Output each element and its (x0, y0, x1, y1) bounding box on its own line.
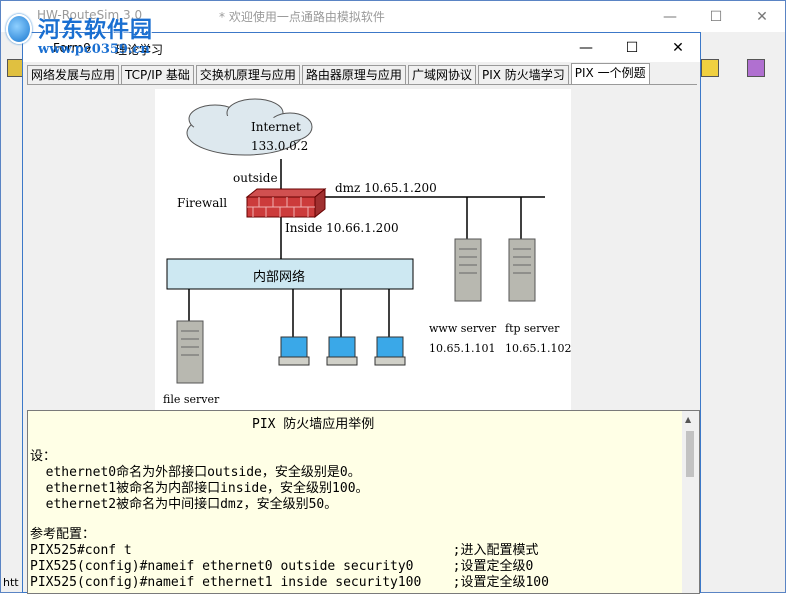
outside-label: outside (233, 171, 278, 185)
form9-window: Form9 理论学习 — ☐ ✕ 网络发展与应用 TCP/IP 基础 交换机原理… (22, 32, 701, 594)
tab-wan-protocols[interactable]: 广域网协议 (407, 65, 476, 84)
tab-tcpip-basics[interactable]: TCP/IP 基础 (121, 65, 194, 84)
form9-title: Form9 (53, 41, 91, 55)
www-server-icon (454, 238, 482, 302)
tab-pix-example[interactable]: PIX 一个例题 (570, 63, 650, 84)
text-line: ethernet0命名为外部接口outside，安全级别是0。 (30, 465, 361, 480)
toolbar-tool-icon[interactable] (701, 59, 719, 77)
internal-network-label: 内部网络 (253, 270, 306, 285)
network-diagram: Internet 133.0.0.2 outside dmz 10.65.1.2… (155, 89, 571, 411)
menu-theory-study[interactable]: 理论学习 (115, 43, 164, 57)
watermark-logo-icon (6, 14, 32, 44)
pc-icon-2 (326, 336, 358, 366)
file-server-label: file server (163, 393, 220, 406)
watermark-url: www.pc0359.cn (38, 42, 150, 57)
pc-icon-1 (278, 336, 310, 366)
ftp-ip-label: 10.65.1.102 (505, 342, 572, 355)
pc-icon-3 (374, 336, 406, 366)
text-line: 参考配置： (30, 527, 96, 542)
internal-network-bar (166, 258, 414, 290)
diagram-svg (166, 98, 545, 384)
main-close-button[interactable]: ✕ (756, 8, 768, 25)
www-server-label: www server (429, 322, 497, 335)
tab-switch-principles[interactable]: 交换机原理与应用 (195, 65, 300, 84)
text-scrollbar[interactable]: ▲ (682, 411, 699, 593)
main-window-subtitle: * 欢迎使用一点通路由模拟软件 (219, 10, 385, 24)
main-minimize-button[interactable]: — (663, 8, 677, 25)
text-line: PIX525#conf t ;进入配置模式 (30, 543, 539, 558)
example-text-area[interactable]: PIX 防火墙应用举例 设： ethernet0命名为外部接口outside，安… (27, 410, 700, 594)
scroll-thumb[interactable] (686, 431, 694, 477)
text-heading: PIX 防火墙应用举例 (252, 417, 375, 432)
main-title-bar[interactable]: HW-RouteSim 3.0 * 欢迎使用一点通路由模拟软件 — ☐ ✕ (1, 1, 785, 32)
text-line: PIX525(config)#nameif ethernet0 outside … (30, 559, 534, 574)
firewall-label: Firewall (177, 196, 228, 210)
form9-maximize-button[interactable]: ☐ (625, 39, 639, 56)
tab-router-principles[interactable]: 路由器原理与应用 (301, 65, 406, 84)
form9-close-button[interactable]: ✕ (672, 39, 684, 56)
ftp-server-icon (508, 238, 536, 302)
scroll-up-icon[interactable]: ▲ (685, 415, 692, 424)
www-ip-label: 10.65.1.101 (429, 342, 496, 355)
tab-network-development[interactable]: 网络发展与应用 (27, 65, 120, 84)
form9-title-bar[interactable]: Form9 理论学习 — ☐ ✕ (23, 33, 700, 62)
main-maximize-button[interactable]: ☐ (709, 8, 723, 25)
watermark-text: 河东软件园 (38, 17, 154, 43)
tab-divider (27, 84, 697, 85)
form9-minimize-button[interactable]: — (579, 39, 593, 56)
toolbar-user-icon[interactable] (747, 59, 765, 77)
text-line: ethernet1被命名为内部接口inside，安全级别100。 (30, 481, 369, 496)
main-window-title: HW-RouteSim 3.0 (37, 8, 143, 22)
tab-pix-firewall[interactable]: PIX 防火墙学习 (477, 65, 569, 84)
internet-label: Internet (251, 120, 301, 134)
status-text: htt (3, 576, 19, 589)
firewall-icon (245, 187, 327, 219)
internet-ip-label: 133.0.0.2 (251, 139, 309, 153)
text-line: PIX525(config)#nameif ethernet1 inside s… (30, 575, 549, 590)
text-line: 设： (30, 449, 57, 464)
ftp-server-label: ftp server (505, 322, 560, 335)
tab-strip: 网络发展与应用 TCP/IP 基础 交换机原理与应用 路由器原理与应用 广域网协… (27, 63, 652, 85)
dmz-label: dmz 10.65.1.200 (335, 181, 437, 195)
inside-label: Inside 10.66.1.200 (285, 221, 399, 235)
file-server-icon (176, 320, 204, 384)
internet-cloud (186, 98, 313, 156)
text-line: ethernet2被命名为中间接口dmz，安全级别50。 (30, 497, 338, 512)
